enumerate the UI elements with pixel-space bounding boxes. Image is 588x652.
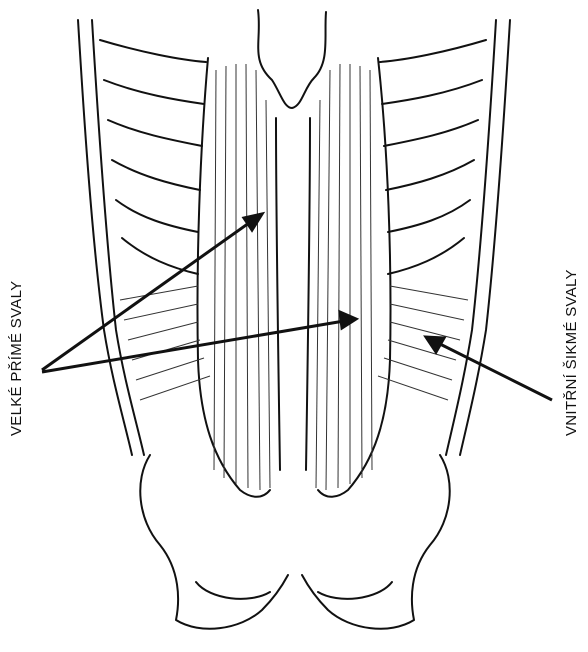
pointer-arrows	[42, 214, 552, 400]
rib-right-5	[388, 200, 470, 232]
sternum	[258, 10, 326, 108]
rectus-muscle-left-inner	[276, 118, 280, 470]
rib-left-4	[112, 160, 200, 190]
rib-right-6	[388, 238, 464, 274]
rib-right-4	[386, 160, 474, 190]
pelvic-opening-left	[196, 582, 270, 599]
arrowhead-oblique	[426, 337, 444, 352]
pelvis-left	[140, 455, 288, 629]
rib-left-5	[116, 200, 198, 232]
rectus-fibers	[214, 64, 372, 490]
arrow-to-rectus-right	[42, 320, 350, 372]
arrow-to-oblique	[432, 340, 552, 400]
label-rectus-abdominis: VELKÉ PŘÍMÉ SVALY	[8, 281, 25, 436]
oblique-fibers	[120, 286, 468, 400]
arrow-to-rectus-left	[42, 218, 256, 370]
pelvis-right	[302, 455, 450, 629]
rectus-muscle-right	[318, 58, 391, 497]
rib-left-3	[108, 120, 202, 146]
label-internal-oblique: VNITŘNÍ ŠIKMÉ SVALY	[563, 269, 580, 436]
rib-right-3	[384, 120, 478, 146]
pelvic-opening-right	[318, 582, 392, 599]
rib-left-2	[104, 80, 204, 104]
torso-outline-left	[78, 20, 132, 455]
rib-right-1	[380, 40, 486, 62]
rib-right-2	[382, 80, 482, 104]
arrowhead-rectus-right	[340, 312, 356, 328]
rib-left-1	[100, 40, 206, 62]
rectus-muscle-right-inner	[306, 118, 310, 470]
torso-outline-right-inner	[446, 20, 496, 455]
